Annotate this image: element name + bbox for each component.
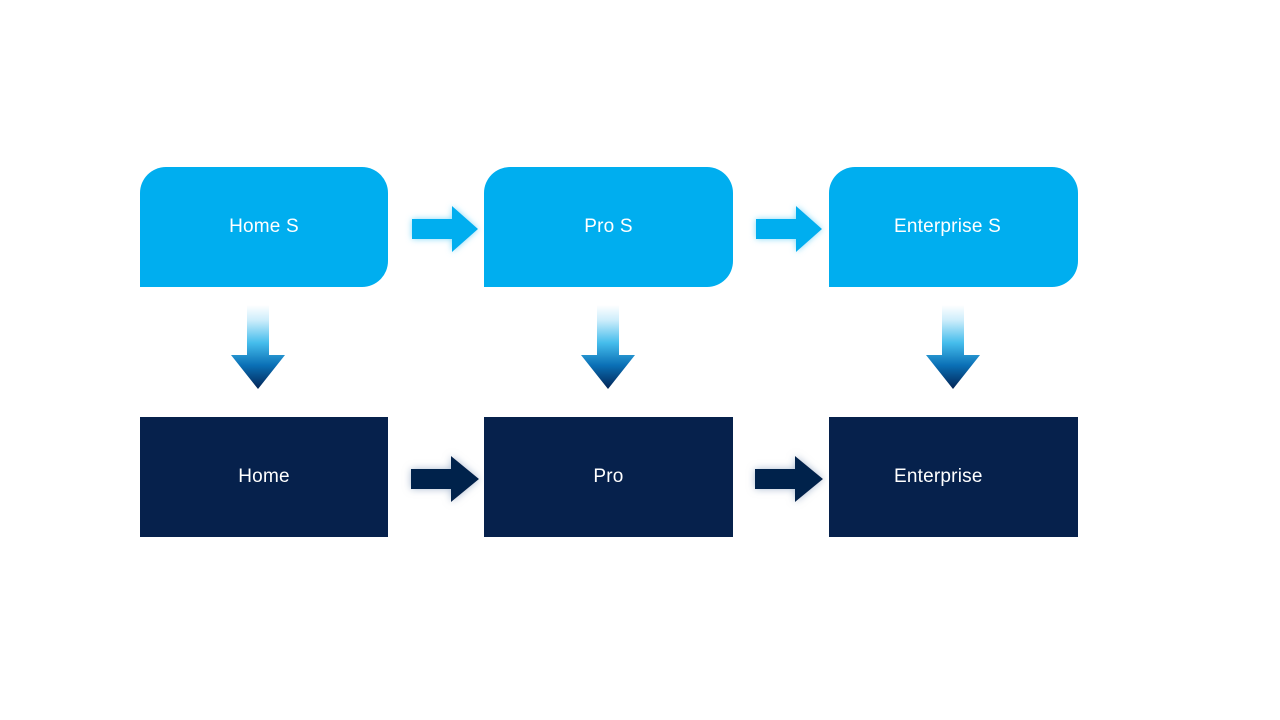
down-arrow-1	[228, 303, 288, 393]
node-pro[interactable]: Pro	[484, 417, 733, 537]
node-home-s-label: Home S	[229, 215, 299, 237]
node-enterprise-s[interactable]: Enterprise S	[829, 167, 1078, 287]
node-home[interactable]: Home	[140, 417, 388, 537]
node-enterprise-s-label: Enterprise S	[894, 215, 1001, 237]
node-pro-label: Pro	[593, 465, 624, 487]
down-arrow-3	[923, 303, 983, 393]
product-arrow-2	[747, 450, 829, 508]
service-arrow-2	[750, 200, 828, 258]
node-home-s[interactable]: Home S	[140, 167, 388, 287]
product-arrow-1	[403, 450, 485, 508]
node-enterprise-label: Enterprise	[894, 465, 983, 487]
service-arrow-1	[406, 200, 484, 258]
node-pro-s[interactable]: Pro S	[484, 167, 733, 287]
down-arrow-2	[578, 303, 638, 393]
node-pro-s-label: Pro S	[584, 215, 633, 237]
node-home-label: Home	[238, 465, 290, 487]
node-enterprise[interactable]: Enterprise	[829, 417, 1078, 537]
